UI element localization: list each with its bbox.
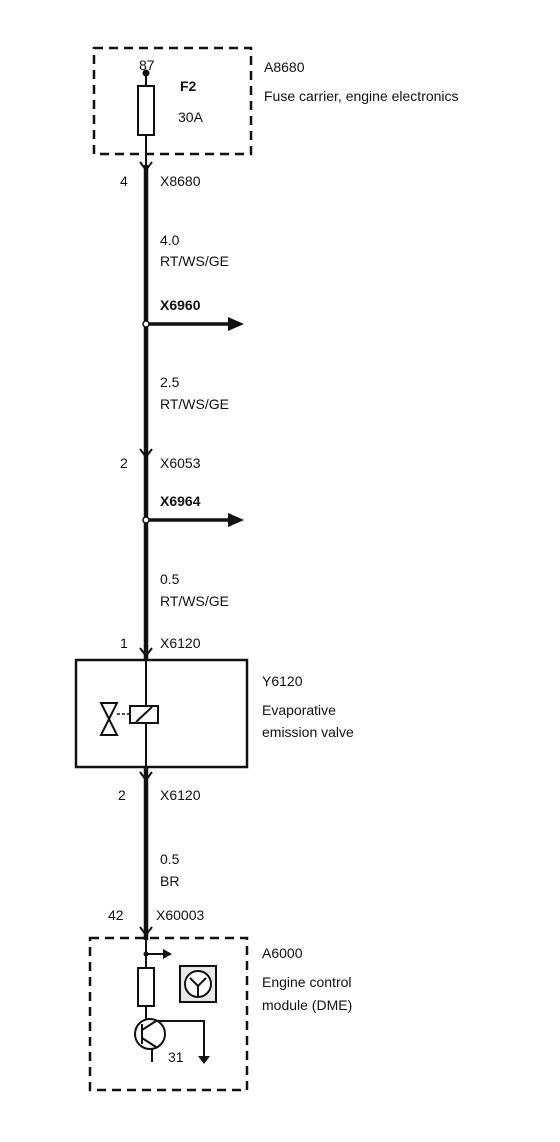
connector-x6120-out-name: X6120 bbox=[160, 787, 201, 803]
fuse-rating-label: 30A bbox=[178, 109, 204, 125]
ecm-ground-pin: 31 bbox=[168, 1049, 184, 1065]
branch-x6960-arrow-icon bbox=[228, 317, 244, 331]
wire3-color: RT/WS/GE bbox=[160, 593, 229, 609]
ecm-transistor-emitter bbox=[141, 1037, 157, 1048]
ecm-module-icon-ring bbox=[184, 970, 212, 998]
branch-x6960-label: X6960 bbox=[160, 297, 201, 313]
branch-x6960-dot bbox=[142, 320, 150, 328]
valve-symbol-icon bbox=[99, 702, 119, 736]
wire2-gauge: 2.5 bbox=[160, 374, 180, 390]
connector-x6120-in-icon bbox=[139, 647, 153, 658]
valve-box bbox=[74, 658, 249, 769]
fuse-carrier-box bbox=[92, 46, 253, 156]
branch-x6964-arrow-icon bbox=[228, 513, 244, 527]
ecm-transistor-icon bbox=[134, 1018, 166, 1050]
ecm-resistor-icon bbox=[137, 967, 155, 1007]
connector-x6120-out-icon bbox=[139, 771, 153, 782]
branch-x6964-dot bbox=[142, 516, 150, 524]
ecm-id: A6000 bbox=[262, 945, 303, 961]
fuse-carrier-description: Fuse carrier, engine electronics bbox=[264, 88, 459, 104]
connector-x6120-out-pin: 2 bbox=[118, 787, 126, 803]
fuse-pin-label: 87 bbox=[139, 57, 155, 73]
valve-description-line2: emission valve bbox=[262, 724, 354, 740]
connector-x6053-name: X6053 bbox=[160, 455, 201, 471]
connector-x60003-icon bbox=[139, 926, 153, 937]
connector-x60003-name: X60003 bbox=[156, 907, 204, 923]
ecm-box bbox=[88, 936, 249, 1092]
ecm-module-icon-mark bbox=[189, 977, 207, 996]
connector-x6053-icon bbox=[139, 448, 153, 459]
valve-id: Y6120 bbox=[262, 673, 303, 689]
ecm-ground-wire bbox=[156, 1020, 205, 1056]
fuse-f2-icon bbox=[137, 85, 155, 136]
wire4-color: BR bbox=[160, 873, 179, 889]
branch-x6964-label: X6964 bbox=[160, 493, 201, 509]
valve-coil-diagonal bbox=[135, 706, 153, 723]
connector-x6120-in-pin: 1 bbox=[120, 635, 128, 651]
connector-x6053-pin: 2 bbox=[120, 455, 128, 471]
wire2-color: RT/WS/GE bbox=[160, 396, 229, 412]
ecm-output-arrow-icon bbox=[163, 949, 172, 959]
wire4-gauge: 0.5 bbox=[160, 851, 180, 867]
wire1-gauge: 4.0 bbox=[160, 232, 180, 248]
fuse-carrier-id: A8680 bbox=[264, 59, 305, 75]
connector-x6120-in-name: X6120 bbox=[160, 635, 201, 651]
ecm-description-line1: Engine control bbox=[262, 974, 352, 990]
connector-x8680-name: X8680 bbox=[160, 173, 201, 189]
connector-x60003-pin: 42 bbox=[108, 907, 124, 923]
wire1-color: RT/WS/GE bbox=[160, 253, 229, 269]
ecm-transistor-collector bbox=[141, 1020, 157, 1031]
ecm-description-line2: module (DME) bbox=[262, 997, 352, 1013]
ground-icon bbox=[198, 1056, 210, 1064]
connector-x8680-icon bbox=[139, 161, 153, 172]
fuse-name-label: F2 bbox=[180, 78, 197, 94]
connector-x8680-pin: 4 bbox=[120, 173, 128, 189]
wire3-gauge: 0.5 bbox=[160, 571, 180, 587]
valve-description-line1: Evaporative bbox=[262, 702, 336, 718]
